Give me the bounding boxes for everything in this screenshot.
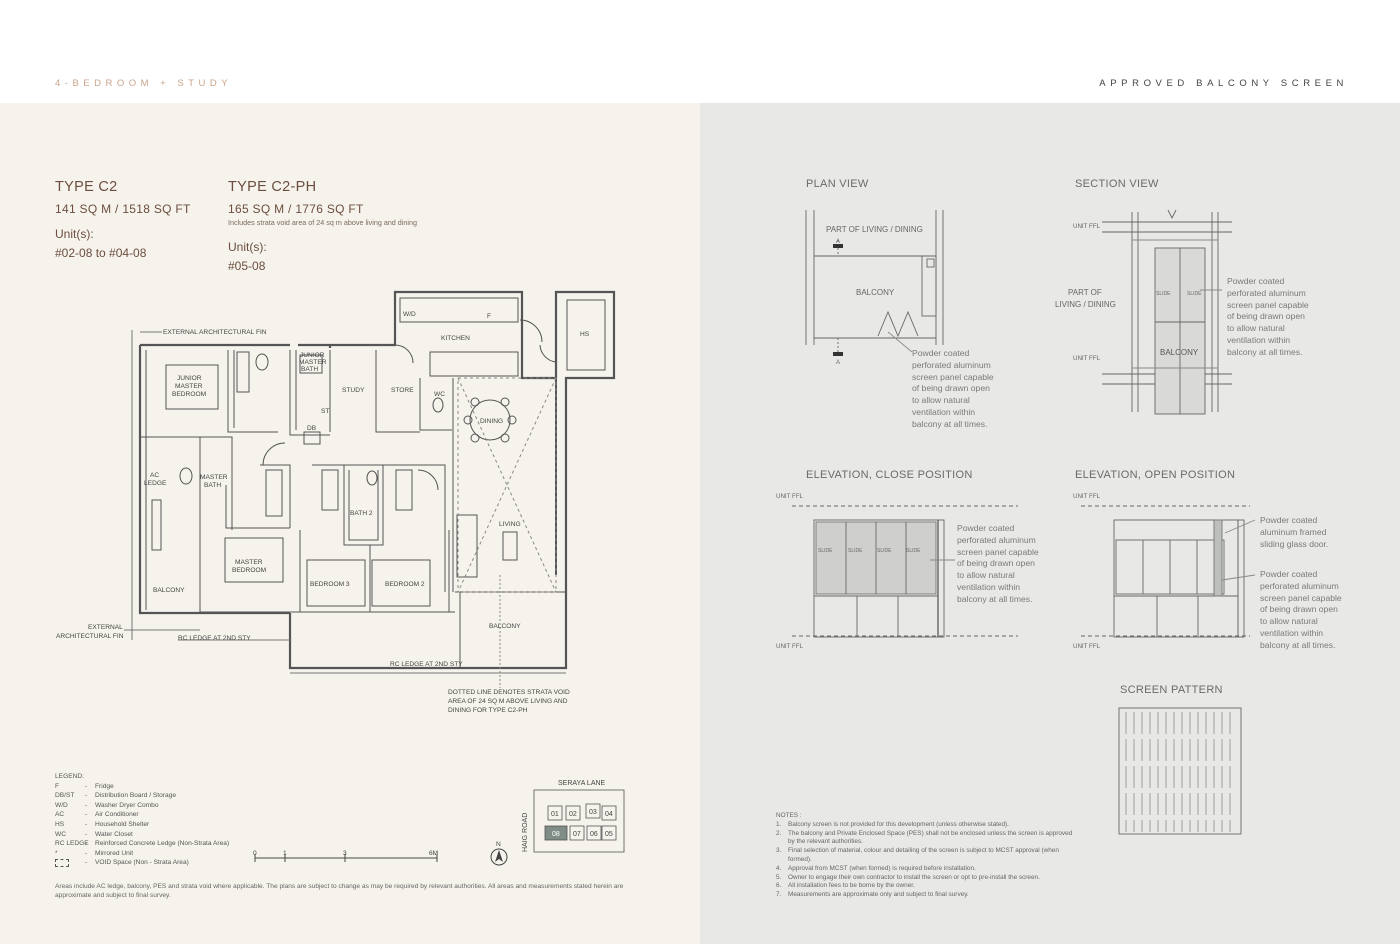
- type-c2ph-note: Includes strata void area of 24 sq m abo…: [228, 218, 417, 227]
- section-view-title: SECTION VIEW: [1075, 178, 1159, 190]
- type-c2ph-title: TYPE C2-PH: [228, 179, 317, 195]
- legend-key: W/D: [55, 801, 68, 809]
- legend-row: F-Fridge: [55, 782, 114, 790]
- plan-view-title: PLAN VIEW: [806, 178, 869, 190]
- note-item: 5.Owner to engage their own contractor t…: [776, 873, 1040, 881]
- legend-desc: Reinforced Concrete Ledge (Non-Strata Ar…: [95, 840, 230, 848]
- legend-desc: Mirrored Unit: [95, 849, 134, 857]
- legend-desc: Washer Dryer Combo: [95, 801, 159, 809]
- type-c2-area: 141 SQ M / 1518 SQ FT: [55, 202, 191, 216]
- legend: LEGEND: F-Fridge DB/ST-Distribution Boar…: [55, 772, 229, 868]
- legend-row: HS-Household Shelter: [55, 820, 150, 828]
- legend-row: -VOID Space (Non - Strata Area): [55, 858, 229, 868]
- type-c2-title: TYPE C2: [55, 179, 118, 195]
- legend-key: HS: [55, 820, 65, 828]
- notes-title: NOTES :: [776, 812, 802, 819]
- screen-pattern-title: SCREEN PATTERN: [1120, 684, 1223, 696]
- legend-key: *: [55, 849, 58, 857]
- type-c2ph-units: #05-08: [228, 259, 266, 273]
- legend-row: RC LEDGE-Reinforced Concrete Ledge (Non-…: [55, 840, 230, 848]
- note-item: 3.Final selection of material, colour an…: [776, 847, 1059, 863]
- disclaimer: Areas include AC ledge, balcony, PES and…: [55, 883, 624, 899]
- legend-row: W/D-Washer Dryer Combo: [55, 801, 159, 809]
- legend-key: F: [55, 782, 60, 790]
- legend-row: WC-Water Closet: [55, 830, 133, 838]
- type-c2-units: #02-08 to #04-08: [55, 246, 147, 260]
- section-label: 4-BEDROOM + STUDY: [55, 78, 233, 89]
- legend-key: RC LEDGE: [55, 840, 89, 848]
- type-c2-units-label: Unit(s):: [55, 227, 94, 241]
- note-item: 7.Measurements are approximate only and …: [776, 891, 969, 899]
- legend-desc: Household Shelter: [95, 820, 150, 828]
- legend-key: WC: [55, 830, 66, 838]
- elevation-open-title: ELEVATION, OPEN POSITION: [1075, 469, 1236, 481]
- legend-title: LEGEND:: [55, 773, 84, 780]
- elevation-close-title: ELEVATION, CLOSE POSITION: [806, 469, 973, 481]
- void-symbol-icon: [55, 858, 85, 868]
- note-item: 6.All installation fees to be borne by t…: [776, 882, 915, 890]
- note-item: 1.Balcony screen is not provided for thi…: [776, 820, 1009, 828]
- note-item: 4.Approval from MCST (when formed) is re…: [776, 864, 976, 872]
- legend-desc: Water Closet: [95, 830, 133, 838]
- legend-desc: Fridge: [95, 782, 114, 790]
- page-heading: APPROVED BALCONY SCREEN: [1099, 78, 1348, 89]
- type-c2ph-units-label: Unit(s):: [228, 240, 267, 254]
- legend-desc: Air Conditioner: [95, 811, 139, 819]
- legend-desc: VOID Space (Non - Strata Area): [95, 859, 189, 867]
- type-c2ph-area: 165 SQ M / 1776 SQ FT: [228, 202, 364, 216]
- legend-desc: Distribution Board / Storage: [95, 792, 176, 800]
- legend-key: DB/ST: [55, 792, 75, 800]
- legend-row: DB/ST-Distribution Board / Storage: [55, 792, 176, 800]
- legend-row: *-Mirrored Unit: [55, 849, 134, 857]
- note-item: 2.The balcony and Private Enclosed Space…: [776, 829, 1073, 846]
- legend-key: AC: [55, 811, 65, 819]
- notes: NOTES : 1.Balcony screen is not provided…: [776, 812, 1076, 900]
- legend-row: AC-Air Conditioner: [55, 811, 139, 819]
